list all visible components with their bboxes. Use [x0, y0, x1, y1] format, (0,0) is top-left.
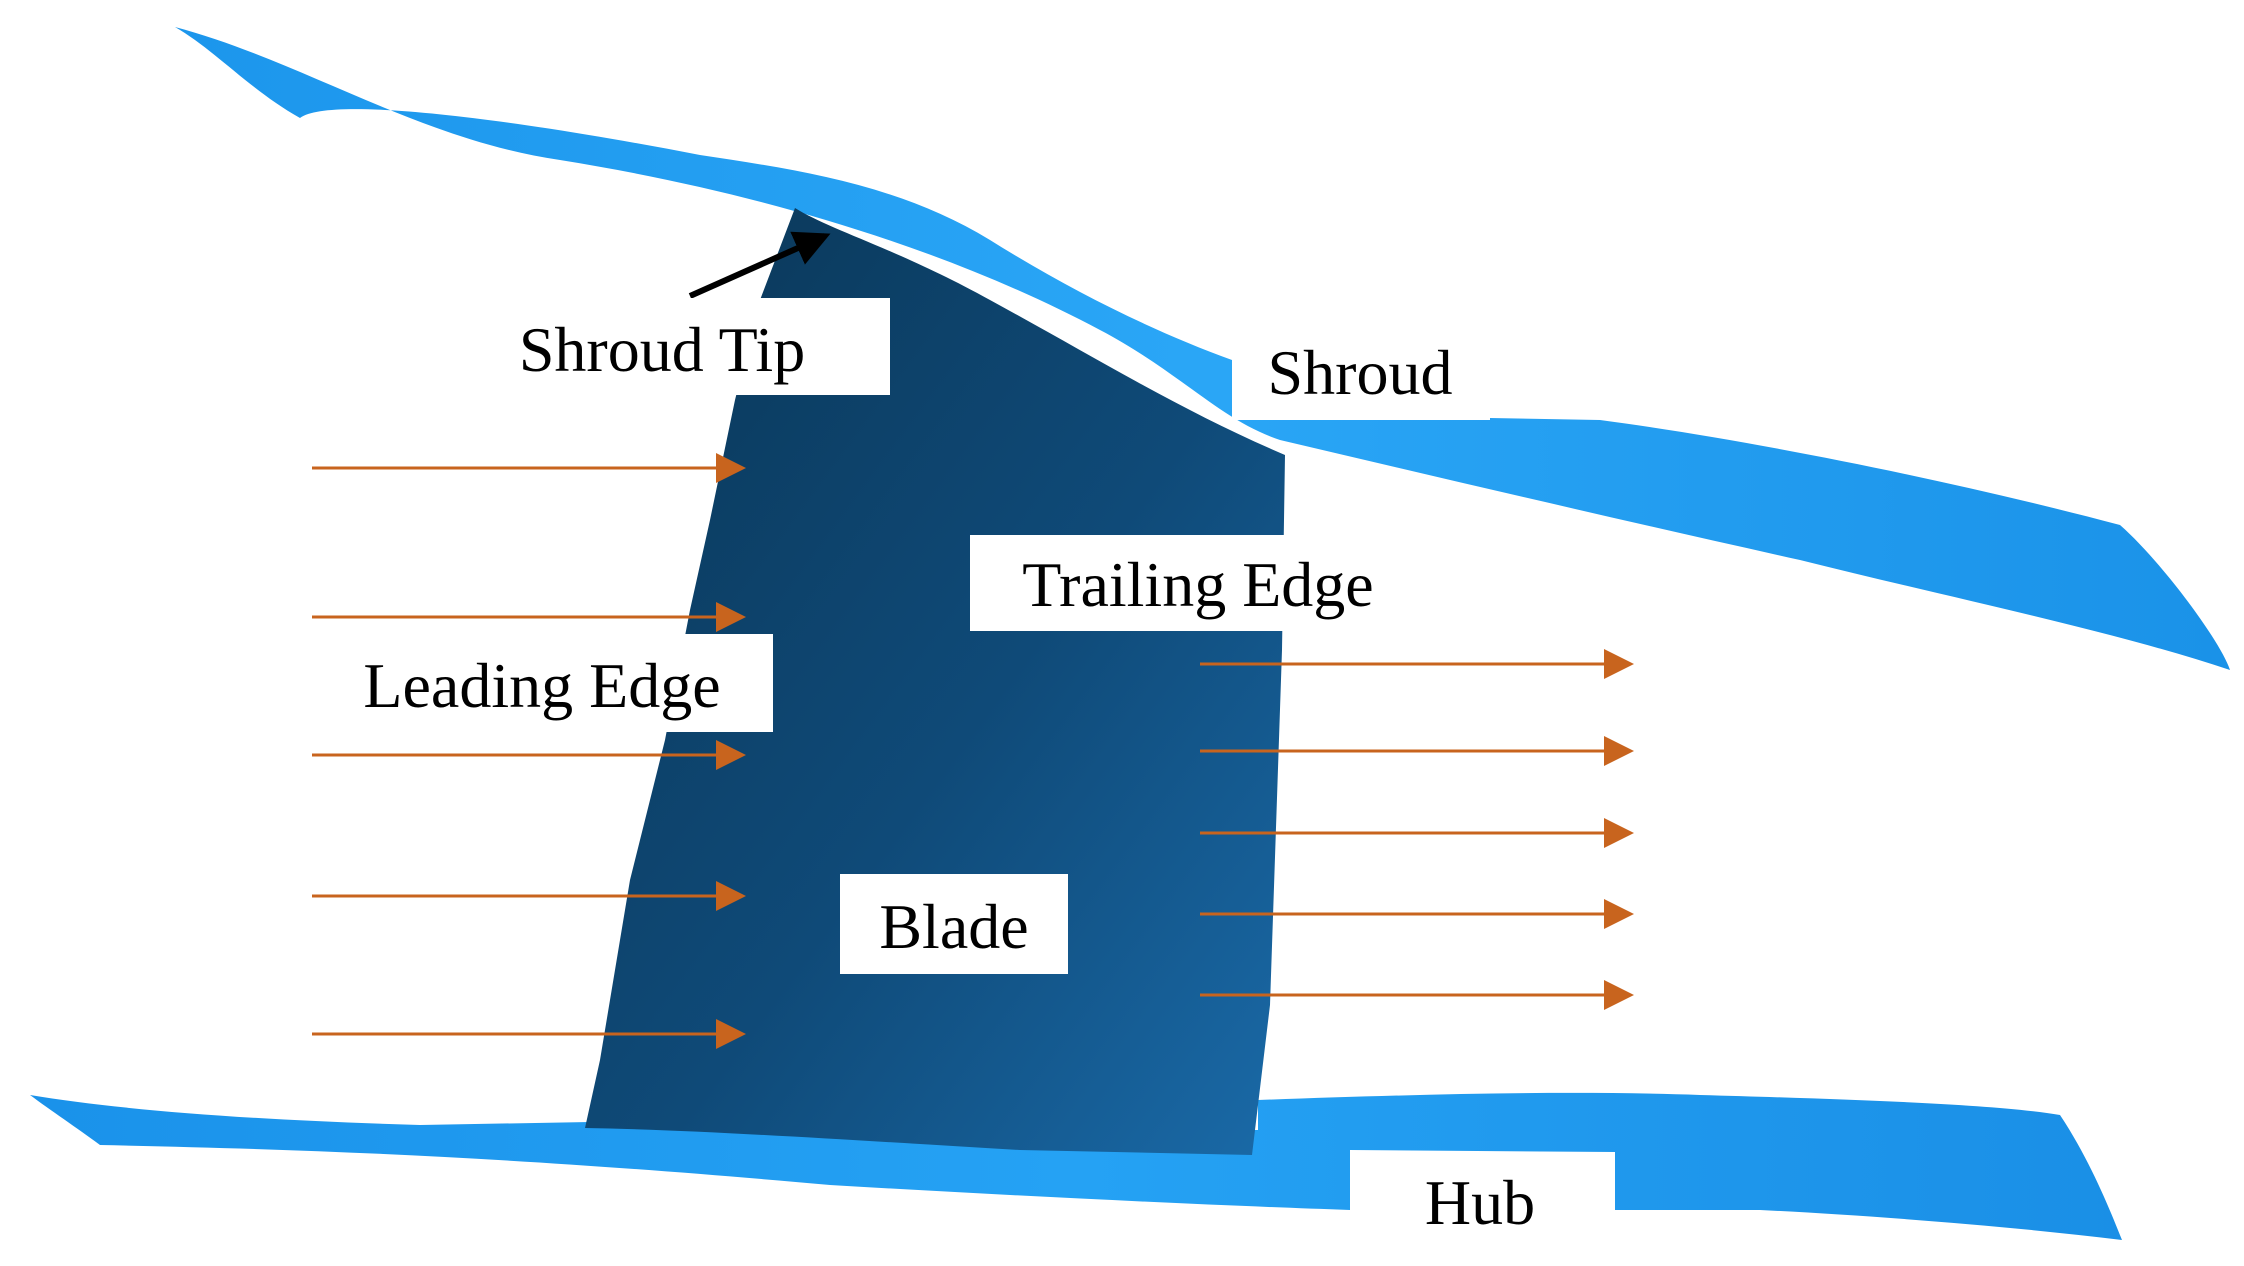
shroud-tip-label-box — [505, 298, 890, 395]
shroud-tip-pointer-arrow — [688, 231, 831, 299]
trailing-edge-label: Trailing Edge — [1022, 549, 1373, 620]
blade-label: Blade — [879, 891, 1028, 962]
leading-edge-label-box — [355, 634, 773, 732]
hub-label-box — [1350, 1152, 1615, 1247]
blade-surface — [585, 208, 1285, 1155]
hub-surface — [30, 1092, 2122, 1240]
shroud-surface — [175, 27, 2230, 670]
blade-label-box — [840, 874, 1068, 974]
outflow-arrows — [1200, 649, 1634, 1010]
trailing-edge-label-box — [970, 535, 1400, 631]
shroud-tip-label: Shroud Tip — [519, 314, 805, 385]
shroud-label: Shroud — [1268, 337, 1453, 408]
leading-edge-label: Leading Edge — [363, 650, 720, 721]
hub-label: Hub — [1425, 1167, 1535, 1238]
inflow-arrows — [312, 453, 746, 1049]
shroud-label-box — [1232, 335, 1490, 420]
